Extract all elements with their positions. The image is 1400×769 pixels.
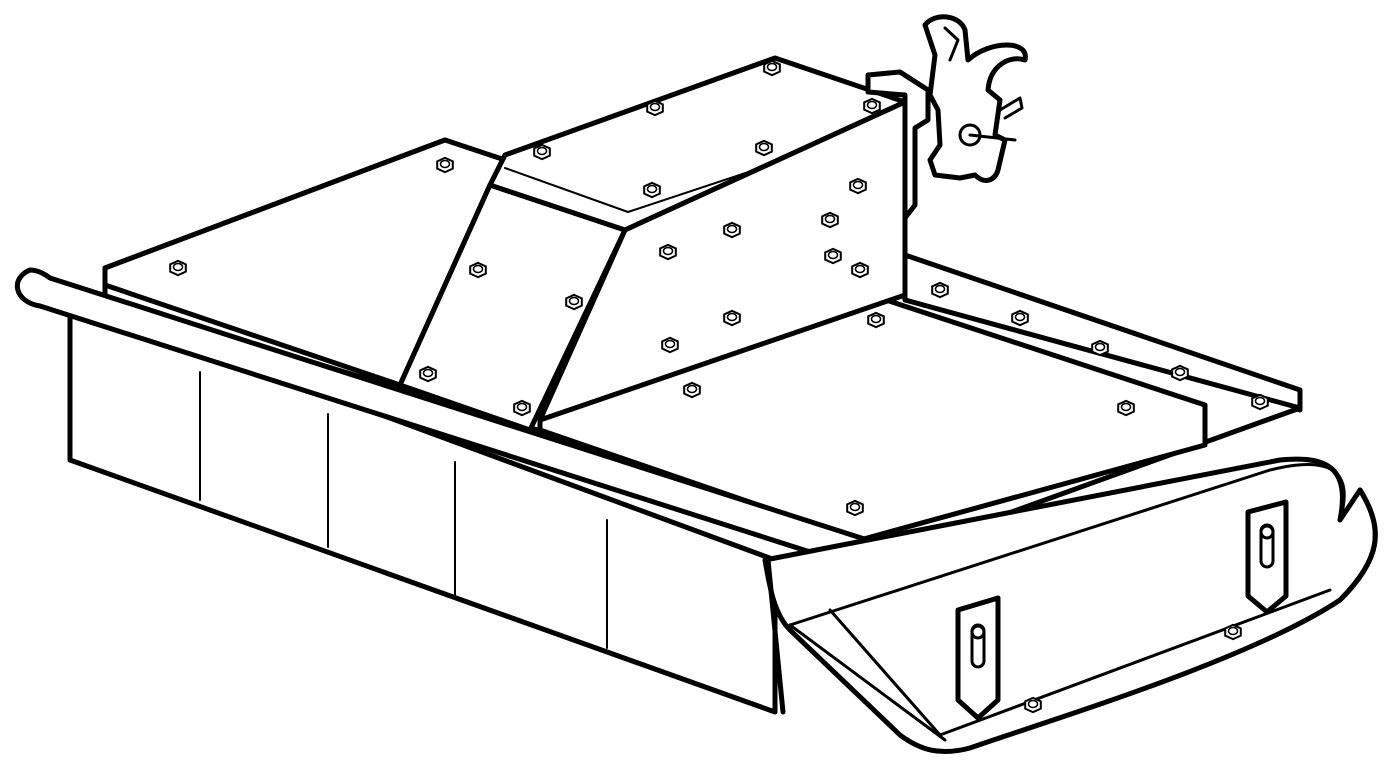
bolt-head [1171, 364, 1189, 382]
bolt-head [1117, 399, 1135, 417]
bolt-head [469, 261, 487, 279]
bolt-head [723, 221, 741, 239]
bolt-head [1024, 696, 1042, 714]
bolt-head [436, 156, 454, 174]
bolt-head [1224, 623, 1242, 641]
bolt-head [1091, 339, 1109, 357]
bolt-head [513, 399, 531, 417]
side-skirt [67, 297, 778, 715]
height-adjust-bracket-right [1245, 499, 1289, 615]
bolt-head [931, 281, 949, 299]
bolt-head [683, 381, 701, 399]
gearbox-housing [397, 55, 908, 433]
bolt-head [867, 311, 885, 329]
bolt-head [723, 309, 741, 327]
bolt-head [755, 139, 773, 157]
bolt-head [1251, 393, 1269, 411]
bolt-head [565, 293, 583, 311]
bolt-head [169, 259, 187, 277]
bolt-head [533, 143, 551, 161]
bolt-fasteners [169, 59, 1269, 714]
bolt-head [646, 99, 664, 117]
bolt-head [763, 59, 781, 77]
skid-guard [762, 456, 1378, 755]
bolt-head [824, 247, 842, 265]
height-adjust-bracket-left [955, 595, 1001, 721]
bolt-head [1011, 309, 1029, 327]
bolt-head [419, 365, 437, 383]
bolt-head [863, 97, 881, 115]
bolt-head [643, 181, 661, 199]
hitch-bracket [865, 14, 1028, 221]
bolt-head [846, 499, 864, 517]
bolt-head [659, 243, 677, 261]
bolt-head [821, 211, 839, 229]
bolt-head [849, 177, 867, 195]
bolt-head [851, 261, 869, 279]
bolt-head [661, 336, 679, 354]
